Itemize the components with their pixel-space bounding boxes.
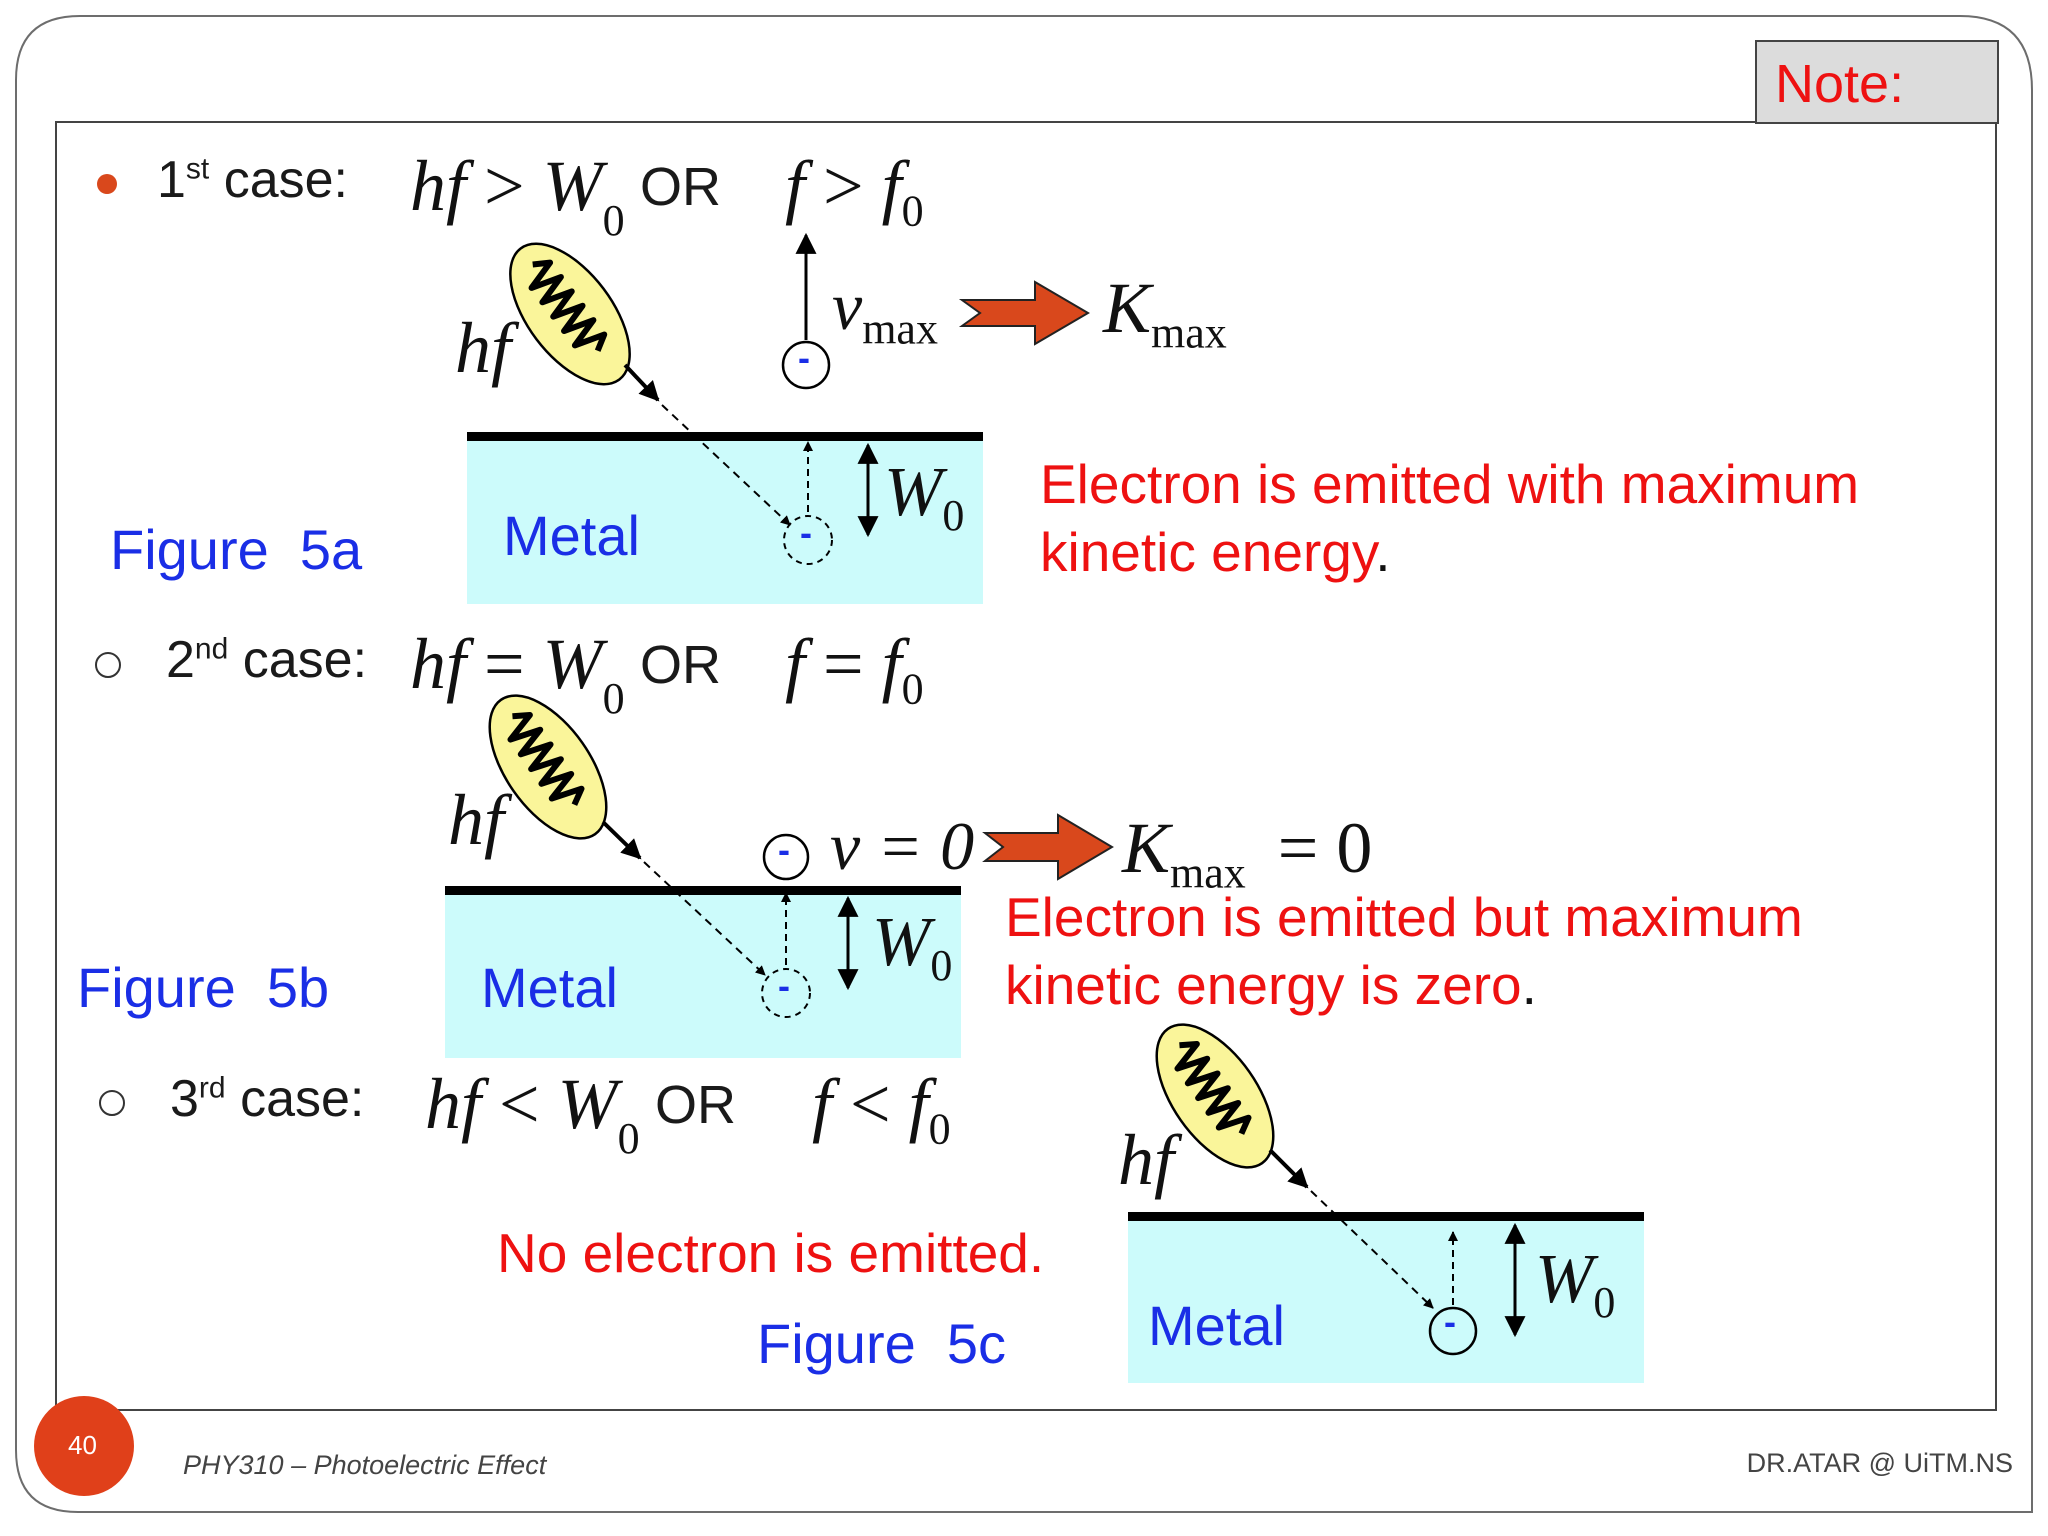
figure-caption-c: Figure 5c xyxy=(757,1312,1006,1375)
photon-ray-b xyxy=(601,820,642,860)
case1-condition-1: hf > W0 xyxy=(410,146,625,246)
case3-condition-1: hf < W0 xyxy=(425,1064,640,1164)
block-arrow-a xyxy=(958,280,1090,346)
photon-path-c xyxy=(1310,1190,1434,1309)
photon-label-c: hf xyxy=(1118,1120,1175,1200)
description-a-line1: Electron is emitted with maximum xyxy=(1040,453,1860,515)
electron-surface-b xyxy=(762,833,810,881)
footer-course: PHY310 – Photoelectric Effect xyxy=(183,1450,547,1480)
case2-or: OR xyxy=(640,635,721,695)
photon-a xyxy=(509,242,631,386)
note-box xyxy=(1755,40,1999,124)
figure-caption-a: Figure 5a xyxy=(110,518,363,581)
electron-sign-a2: - xyxy=(800,512,812,553)
outer-frame xyxy=(15,15,2033,1513)
case3-word: case: xyxy=(240,1070,365,1128)
case3-or: OR xyxy=(655,1075,736,1135)
case3-number: 3 xyxy=(170,1070,199,1128)
metal-surface-a xyxy=(467,432,983,441)
work-label-c: W0 xyxy=(1535,1241,1616,1327)
velocity-label-a: vmax xyxy=(832,268,938,354)
block-arrow-b xyxy=(982,813,1114,881)
bullet-hollow-2 xyxy=(95,652,121,678)
case2-suffix: nd xyxy=(194,632,229,666)
metal-surface-b xyxy=(445,886,961,895)
electron-emitted-a xyxy=(781,340,831,390)
content-frame xyxy=(55,121,1997,1411)
photon-label-a: hf xyxy=(455,308,512,388)
page-number: 40 xyxy=(68,1430,97,1460)
work-label-a: W0 xyxy=(884,454,965,540)
case2-condition-2: f = f0 xyxy=(785,624,924,714)
description-c: No electron is emitted. xyxy=(497,1222,1045,1284)
electron-sign-b1: - xyxy=(778,829,790,870)
metal-block-b xyxy=(445,891,961,1058)
figure-caption-b: Figure 5b xyxy=(77,956,330,1019)
metal-label-b: Metal xyxy=(481,956,618,1019)
case1-number: 1 xyxy=(157,151,186,209)
description-a-line2: kinetic energy. xyxy=(1040,521,1391,583)
electron-sign-a1: - xyxy=(798,337,810,378)
page-badge xyxy=(34,1396,134,1496)
photon-b xyxy=(488,694,608,840)
case2-ordinal: 2nd case: xyxy=(166,634,367,686)
photon-label-b: hf xyxy=(448,780,505,860)
photon-ray-c xyxy=(1268,1148,1309,1189)
bullet-hollow-3 xyxy=(99,1090,125,1116)
metal-label-a: Metal xyxy=(503,504,640,567)
photon-ray-a xyxy=(623,363,660,402)
work-label-b: W0 xyxy=(872,904,953,990)
electron-inside-a xyxy=(783,515,833,565)
photon-c xyxy=(1155,1023,1275,1169)
case1-ordinal: 1st case: xyxy=(157,154,348,206)
electron-sign-b2: - xyxy=(778,965,790,1006)
metal-surface-c xyxy=(1128,1212,1644,1221)
electron-inside-c xyxy=(1428,1306,1478,1356)
description-b-line2: kinetic energy is zero. xyxy=(1005,954,1537,1016)
photon-path-a xyxy=(661,404,791,526)
case3-condition-2: f < f0 xyxy=(812,1064,951,1154)
case2-condition-1: hf = W0 xyxy=(410,624,625,724)
electron-sign-c: - xyxy=(1444,1301,1456,1342)
energy-label-a: Kmax xyxy=(1103,268,1227,358)
velocity-label-b: v = 0 xyxy=(830,808,975,884)
case2-word: case: xyxy=(242,631,368,689)
case1-or: OR xyxy=(640,157,721,217)
case1-suffix: st xyxy=(185,152,210,186)
note-label: Note: xyxy=(1775,54,1905,114)
description-b-line1: Electron is emitted but maximum xyxy=(1005,886,1803,948)
case3-suffix: rd xyxy=(198,1071,226,1105)
footer-author: DR.ATAR @ UiTM.NS xyxy=(1746,1448,2013,1478)
case2-number: 2 xyxy=(166,631,195,689)
case1-word: case: xyxy=(223,151,349,209)
electron-inside-b xyxy=(761,968,811,1018)
case1-condition-2: f > f0 xyxy=(785,146,924,236)
metal-label-c: Metal xyxy=(1148,1294,1285,1357)
bullet-filled xyxy=(97,174,117,194)
metal-block-c xyxy=(1128,1220,1644,1383)
case3-ordinal: 3rd case: xyxy=(170,1073,364,1125)
energy-label-b: Kmax = 0 xyxy=(1122,808,1373,898)
